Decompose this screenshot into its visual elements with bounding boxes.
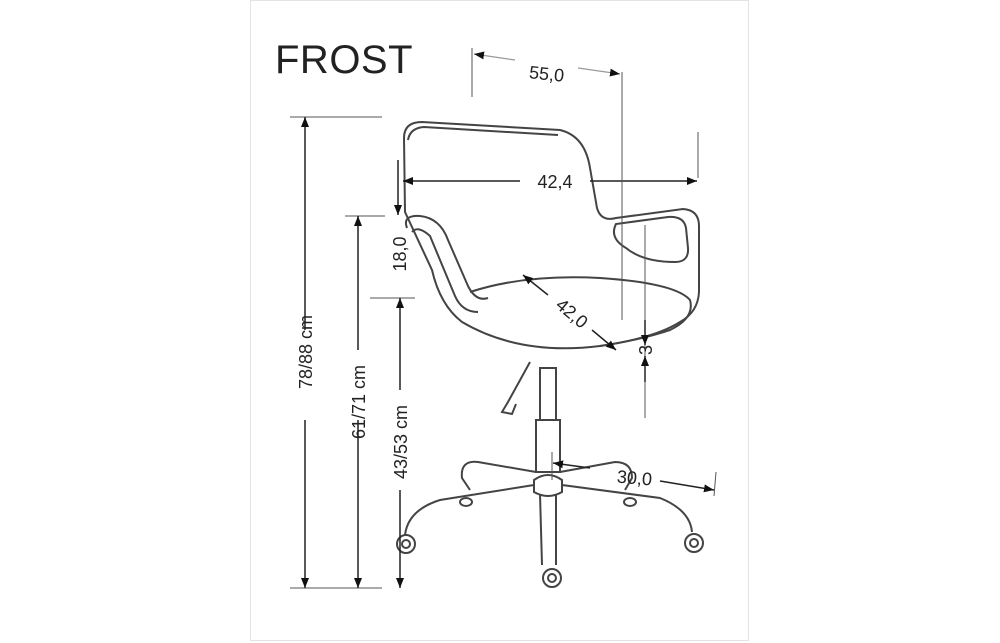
chair-back-shell [402, 120, 700, 350]
width-label: 42,4 [537, 172, 572, 192]
depth-label: 55,0 [528, 62, 565, 86]
diagram-frame [250, 0, 749, 641]
gas-lift-upper [539, 367, 557, 421]
chair-drawing [396, 120, 704, 588]
right-armrest [613, 215, 690, 264]
casters [396, 497, 704, 588]
product-title: FROST [275, 38, 414, 82]
left-armrest-inner [411, 228, 479, 313]
left-armrest [404, 214, 489, 300]
seat-height-label: 43/53 cm [391, 405, 411, 479]
armrest-to-seat-label: 18,0 [390, 236, 410, 271]
base-star [404, 460, 693, 566]
height-lever [500, 361, 531, 416]
dimension-lines [290, 48, 717, 589]
armrest-height-label: 61/71 cm [349, 365, 369, 439]
gas-lift-lower [535, 419, 561, 473]
chair-back-inner [407, 125, 559, 141]
total-height-label: 78/88 cm [296, 315, 316, 389]
base-radius-label: 30,0 [616, 467, 653, 490]
seat-depth-label: 42,0 [552, 294, 592, 332]
seat [469, 276, 692, 347]
seat-thickness-label: 3 [636, 345, 656, 355]
